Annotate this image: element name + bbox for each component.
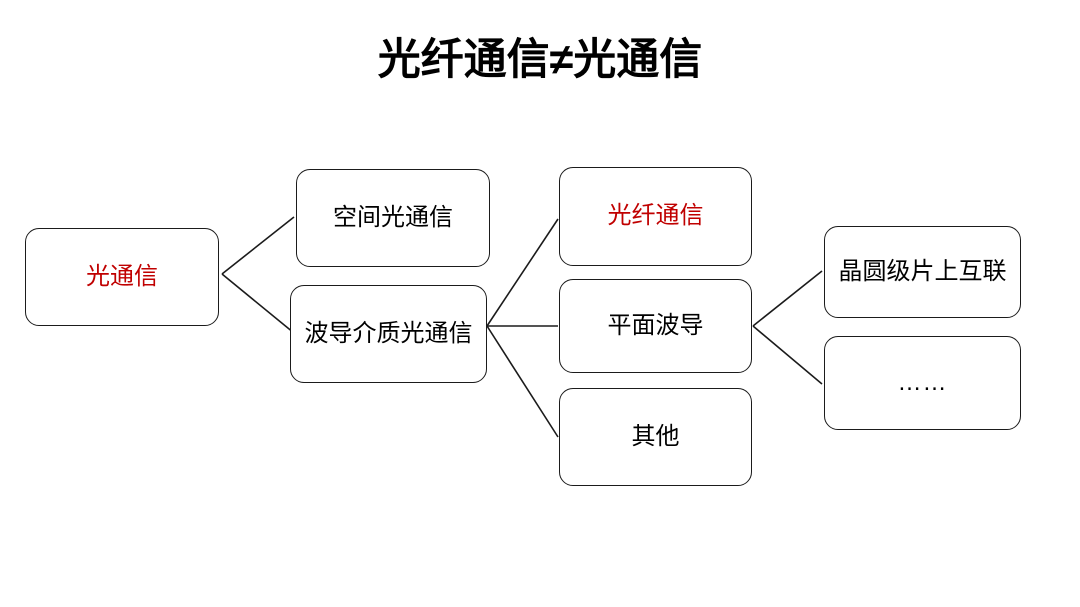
- node-planar-waveguide[interactable]: 平面波导: [559, 279, 752, 373]
- node-waveguide-medium-optical[interactable]: 波导介质光通信: [290, 285, 487, 383]
- node-label-waveguide-medium-optical: 波导介质光通信: [304, 319, 473, 347]
- connector-planar-waveguide-to-ellipsis: [752, 325, 823, 385]
- node-label-optical-communication: 光通信: [86, 262, 158, 290]
- connector-waveguide-medium-optical-to-others: [486, 325, 559, 438]
- node-label-free-space-optical: 空间光通信: [333, 203, 453, 231]
- page-title: 光纤通信≠光通信: [377, 36, 703, 84]
- node-others[interactable]: 其他: [559, 388, 752, 486]
- node-label-wafer-level-on-chip-interconnect: 晶圆级片上互联: [838, 257, 1007, 285]
- connector-optical-communication-to-waveguide-medium-optical: [221, 273, 295, 334]
- connector-optical-communication-to-free-space-optical: [221, 216, 295, 275]
- node-label-planar-waveguide: 平面波导: [607, 311, 704, 339]
- node-wafer-level-on-chip-interconnect[interactable]: 晶圆级片上互联: [824, 226, 1021, 318]
- node-label-others: 其他: [631, 422, 680, 450]
- node-free-space-optical[interactable]: 空间光通信: [296, 169, 490, 267]
- node-label-ellipsis: ……: [897, 368, 948, 396]
- node-label-fiber-optic-communication: 光纤通信: [607, 202, 704, 230]
- node-optical-communication[interactable]: 光通信: [25, 228, 219, 326]
- node-fiber-optic-communication[interactable]: 光纤通信: [559, 167, 752, 266]
- connector-waveguide-medium-optical-to-fiber-optic-communication: [486, 218, 559, 327]
- node-ellipsis[interactable]: ……: [824, 336, 1021, 430]
- connector-planar-waveguide-to-wafer-level-on-chip-interconnect: [752, 270, 823, 327]
